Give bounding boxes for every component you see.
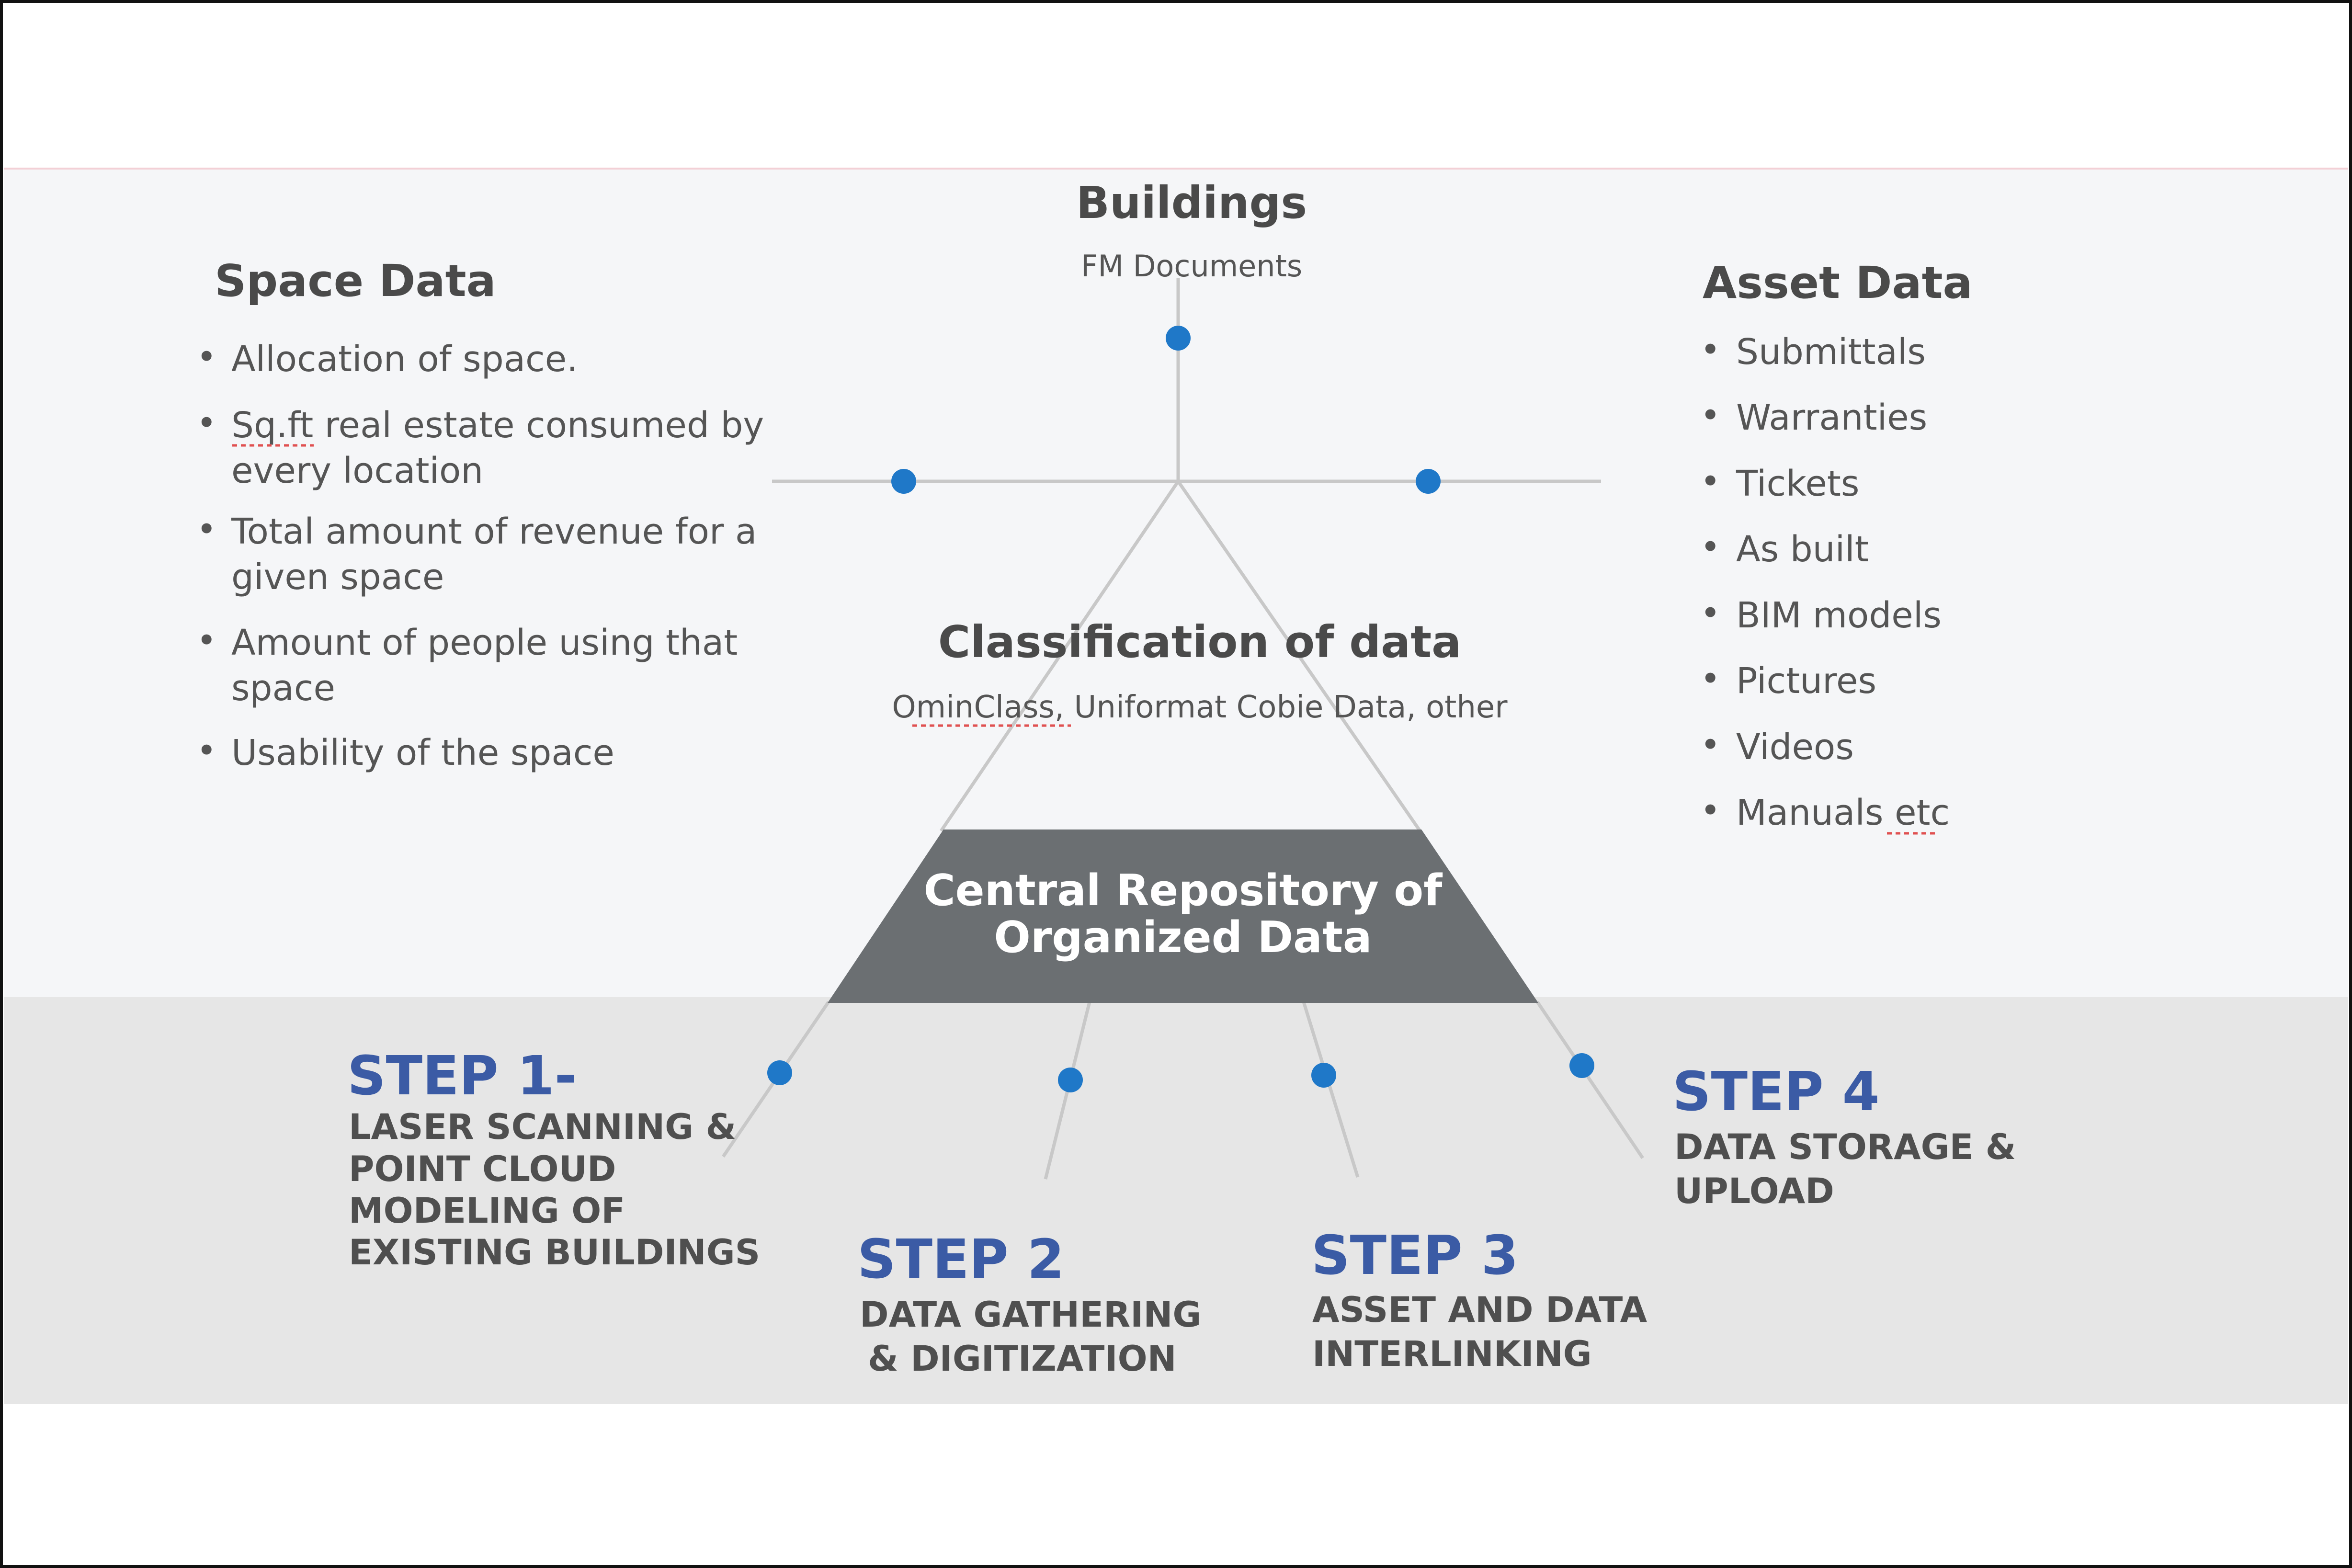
asset-item-3: Tickets [1736, 463, 1859, 504]
bottom-band [4, 997, 2348, 1404]
space-item-1-line-1: Allocation of space. [231, 339, 578, 380]
step-2-line-1: DATA GATHERING [860, 1295, 1201, 1335]
step-3: STEP 3 ASSET AND DATA INTERLINKING [1311, 1225, 1648, 1375]
space-item-4-line-2: space [231, 668, 335, 709]
step3-connector [1302, 1001, 1360, 1178]
step-1-line-2: POINT CLOUD [349, 1149, 616, 1190]
step-1-line-1: LASER SCANNING & [349, 1107, 736, 1148]
step-4-line-1: DATA STORAGE & [1674, 1127, 2016, 1168]
space-item-2-line-2: every location [231, 450, 483, 491]
step-2: STEP 2 DATA GATHERING & DIGITIZATION [857, 1228, 1201, 1379]
step-3-line-2: INTERLINKING [1312, 1334, 1592, 1375]
buildings-subtitle: FM Documents [1081, 249, 1302, 284]
bullet-icon: • [196, 730, 216, 771]
step4-connector [1536, 1001, 1644, 1159]
space-data-title: Space Data [215, 255, 496, 307]
asset-item-6: Pictures [1736, 660, 1876, 702]
space-item-3-line-2: given space [231, 557, 444, 598]
bullet-icon: • [1700, 330, 1720, 370]
step-2-line-2: & DIGITIZATION [868, 1339, 1177, 1379]
bullet-icon: • [1700, 593, 1720, 633]
dot-step3 [1311, 1063, 1336, 1088]
left-diagonal [940, 480, 1180, 832]
step-1-line-4: EXISTING BUILDINGS [349, 1232, 760, 1273]
step-3-title: STEP 3 [1311, 1225, 1519, 1287]
dot-step4 [1569, 1053, 1594, 1078]
central-repository-shape [828, 829, 1538, 1003]
step-1-title: STEP 1- [347, 1045, 577, 1107]
asset-data-list: • Submittals • Warranties • Tickets • As… [1700, 330, 1950, 835]
classification-subtitle: OminClass, Uniformat Cobie Data, other [892, 690, 1508, 725]
step-4: STEP 4 DATA STORAGE & UPLOAD [1672, 1061, 2016, 1212]
classification-title: Classification of data [938, 616, 1462, 668]
bullet-icon: • [1700, 725, 1720, 765]
step-2-title: STEP 2 [857, 1228, 1065, 1291]
asset-item-2: Warranties [1736, 397, 1927, 438]
repository-line-2: Organized Data [994, 912, 1372, 963]
dot-step1 [767, 1060, 792, 1085]
dot-step2 [1058, 1068, 1083, 1092]
step-4-title: STEP 4 [1672, 1061, 1880, 1123]
space-item-3-line-1: Total amount of revenue for a [231, 511, 757, 552]
asset-data-title: Asset Data [1703, 257, 1973, 308]
dot-left [891, 469, 916, 494]
asset-item-1: Submittals [1736, 331, 1926, 373]
right-diagonal [1177, 480, 1421, 832]
dot-top [1166, 326, 1191, 351]
step-1-line-3: MODELING OF [349, 1191, 625, 1231]
repository-line-1: Central Repository of [924, 865, 1443, 916]
space-item-4-line-1: Amount of people using that [231, 622, 738, 663]
bullet-icon: • [1700, 395, 1720, 435]
asset-item-7: Videos [1736, 727, 1854, 768]
bullet-icon: • [196, 620, 216, 660]
asset-item-8: Manuals etc [1736, 792, 1950, 833]
bullet-icon: • [196, 403, 216, 443]
connector-dots [767, 326, 1594, 1092]
dot-right [1416, 469, 1441, 494]
bullet-icon: • [1700, 659, 1720, 699]
bullet-icon: • [1700, 790, 1720, 830]
bullet-icon: • [1700, 527, 1720, 567]
bullet-icon: • [196, 509, 216, 549]
space-item-5-line-1: Usability of the space [231, 732, 614, 773]
asset-item-4: As built [1736, 529, 1869, 570]
bullet-icon: • [196, 337, 216, 377]
buildings-title: Buildings [1076, 177, 1307, 228]
step-4-line-2: UPLOAD [1674, 1171, 1834, 1212]
step-1: STEP 1- LASER SCANNING & POINT CLOUD MOD… [347, 1045, 760, 1273]
bullet-icon: • [1700, 461, 1720, 501]
step-3-line-1: ASSET AND DATA [1312, 1290, 1648, 1330]
space-item-2-line-1: Sq.ft real estate consumed by [231, 405, 764, 446]
asset-item-5: BIM models [1736, 595, 1942, 636]
space-data-list: • Allocation of space. • Sq.ft real esta… [196, 337, 764, 773]
